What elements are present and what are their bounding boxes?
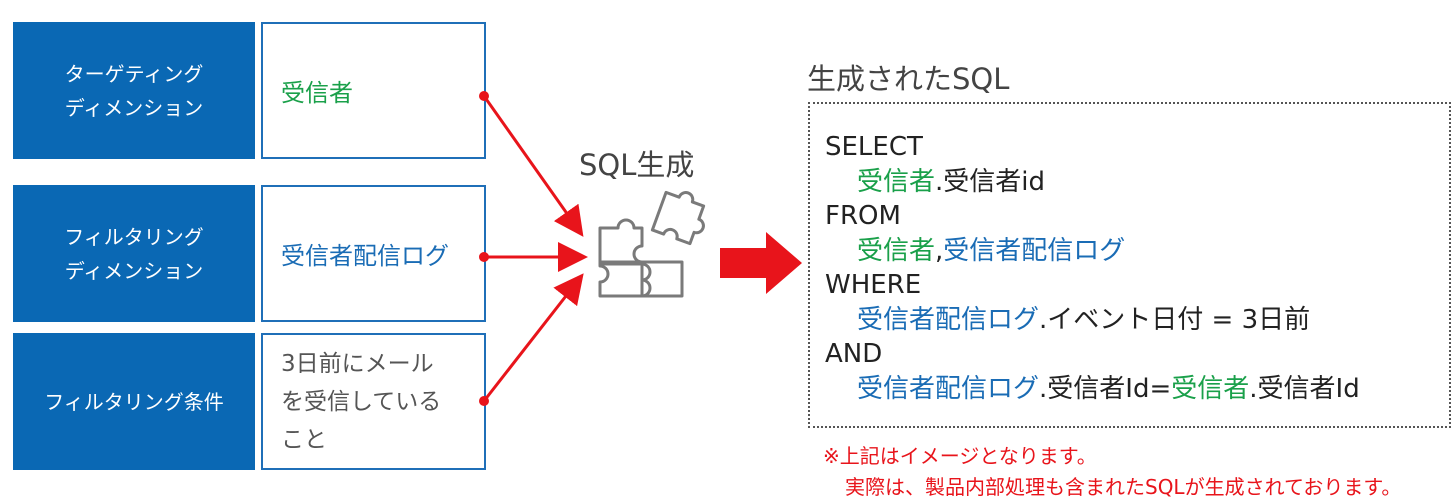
- note-line-1: ※上記はイメージとなります。: [823, 444, 1097, 468]
- sql-table-ref: 受信者: [1171, 374, 1250, 404]
- dimension-label-line: フィルタリング: [64, 224, 204, 249]
- sql-box: [808, 102, 1451, 428]
- dimension-value-text: 受信者配信ログ: [281, 242, 449, 270]
- dimension-label-filtering: フィルタリング ディメンション: [13, 185, 255, 322]
- connector-arrow-2: [479, 242, 588, 272]
- sql-text: .イベント日付 = 3日前: [1039, 305, 1311, 335]
- puzzle-icon: [598, 190, 706, 298]
- note-line-2: 実際は、製品内部処理も含まれたSQLが生成されております。: [845, 475, 1402, 499]
- sql-from-line: FROM: [825, 199, 901, 233]
- dimension-label-targeting: ターゲティング ディメンション: [13, 22, 255, 159]
- arrow-right-icon: [720, 232, 802, 294]
- sql-keyword: SELECT: [825, 132, 923, 162]
- connector-arrow-3: [479, 273, 584, 406]
- sql-keyword: WHERE: [825, 270, 922, 300]
- sql-and-line: AND: [825, 337, 882, 371]
- sql-table-ref: 受信者: [857, 167, 936, 197]
- sql-table-ref: 受信者配信ログ: [857, 374, 1040, 404]
- sql-table-ref: 受信者配信ログ: [857, 305, 1040, 335]
- sql-text: .受信者Id=: [1039, 374, 1172, 404]
- sql-keyword: AND: [825, 339, 883, 369]
- sql-text: .受信者Id: [1249, 374, 1360, 404]
- dimension-label-line: フィルタリング条件: [44, 389, 224, 414]
- sql-generation-label: SQL生成: [579, 148, 695, 182]
- sql-and-condition: 受信者配信ログ.受信者Id=受信者.受信者Id: [825, 372, 1360, 406]
- sql-table-ref: 受信者配信ログ: [943, 236, 1126, 266]
- condition-line: 3日前にメール: [281, 350, 434, 377]
- sql-select-column: 受信者.受信者id: [825, 165, 1045, 199]
- dimension-value-targeting: 受信者: [261, 22, 486, 159]
- dimension-value-text: 受信者: [281, 79, 353, 107]
- sql-where-condition: 受信者配信ログ.イベント日付 = 3日前: [825, 303, 1310, 337]
- dimension-label-line: ターゲティング: [64, 61, 204, 86]
- condition-line: を受信している: [281, 388, 442, 415]
- sql-from-tables: 受信者,受信者配信ログ: [825, 234, 1125, 268]
- dimension-label-line: ディメンション: [64, 95, 204, 120]
- sql-text: ,: [935, 236, 944, 266]
- sql-table-ref: 受信者: [857, 236, 936, 266]
- connector-arrow-1: [479, 91, 584, 237]
- dimension-label-line: ディメンション: [64, 258, 204, 283]
- dimension-label-filter-condition: フィルタリング条件: [13, 333, 255, 470]
- sql-select-line: SELECT: [825, 130, 923, 164]
- sql-text: .受信者id: [935, 167, 1046, 197]
- condition-line: こと: [281, 426, 327, 453]
- sql-title: 生成されたSQL: [807, 62, 1010, 96]
- dimension-value-filter-condition: 3日前にメール を受信している こと: [261, 333, 486, 470]
- sql-where-line: WHERE: [825, 268, 921, 302]
- sql-keyword: FROM: [825, 201, 901, 231]
